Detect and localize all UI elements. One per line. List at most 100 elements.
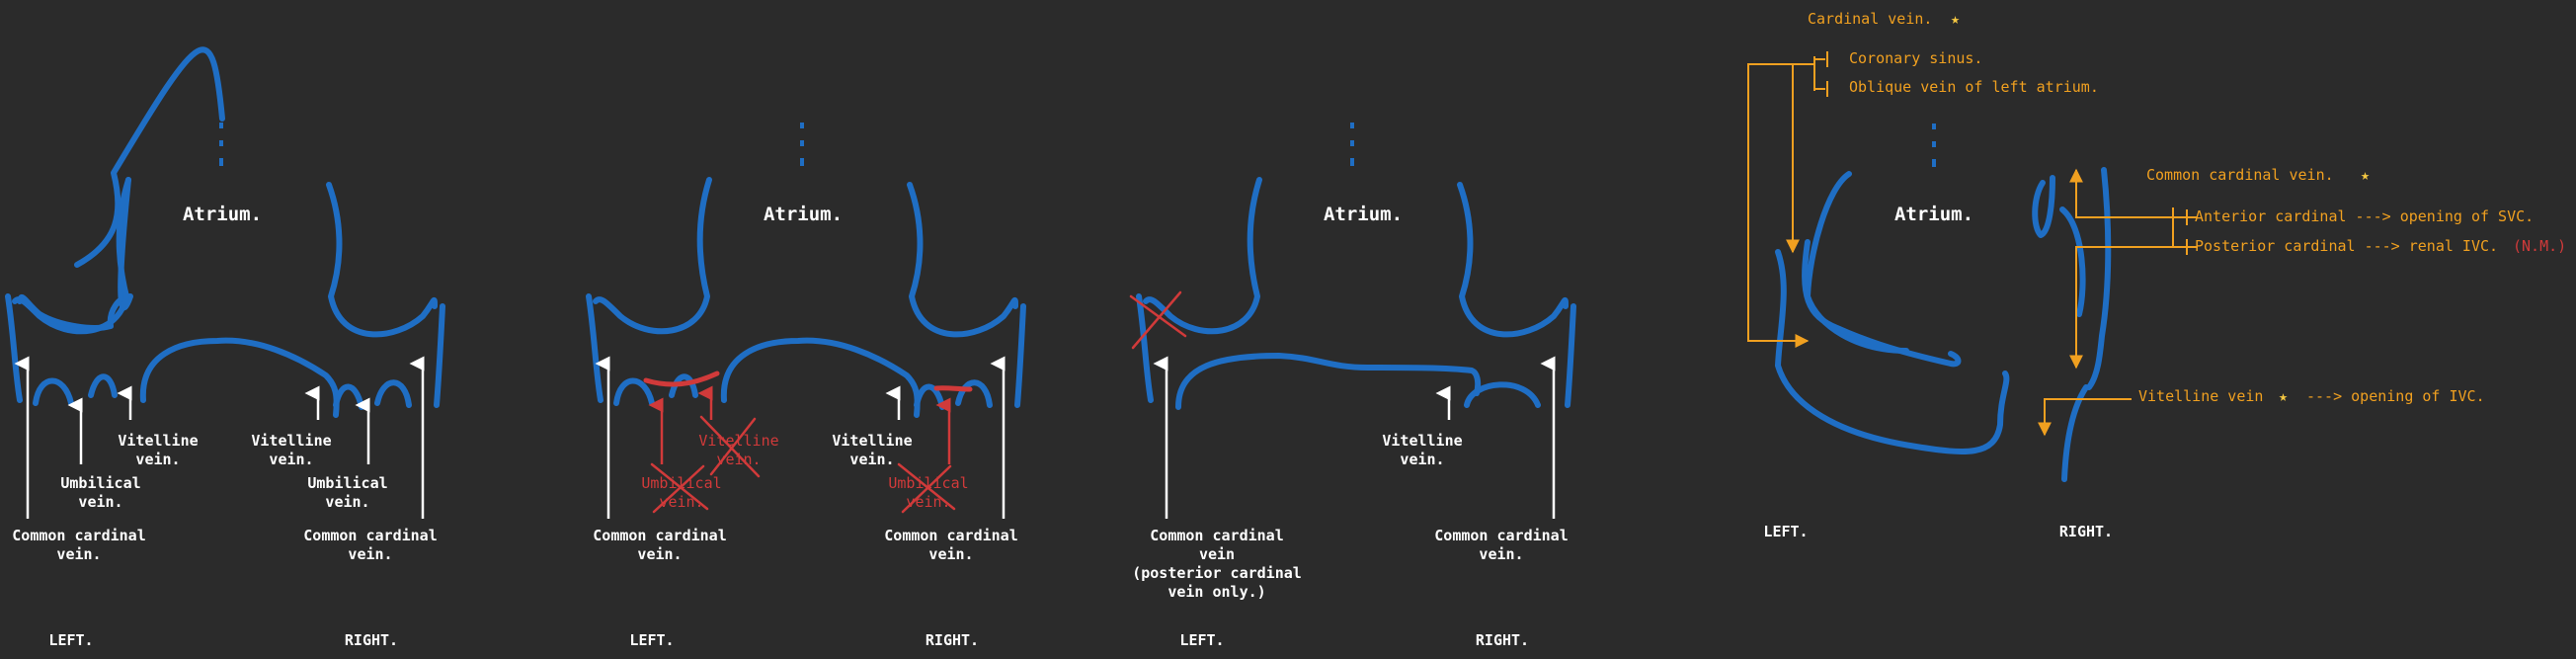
right-vitelline-loop [1464, 381, 1541, 408]
right-cardinal-label-1: Common cardinal [1434, 527, 1568, 544]
right-horn-outer [1014, 303, 1026, 408]
left-cardinal-label-2: vein. [637, 545, 682, 563]
coronary-sinus-label: Coronary sinus. [1849, 49, 1982, 67]
right-vitelline-loop [374, 379, 412, 408]
left-obliteration-bar [643, 371, 720, 387]
posterior-cardinal-label: Posterior cardinal ---> renal IVC. [2195, 237, 2498, 255]
left-cardinal-label-1: Common cardinal [593, 527, 726, 544]
cardinal-vein-label: Cardinal vein. [1808, 10, 1932, 28]
anterior-cardinal-label: Anterior cardinal ---> opening of SVC. [2195, 207, 2534, 225]
vitelline-arrow [2038, 398, 2132, 437]
atrium-right-wall [907, 182, 1018, 338]
left-cardinal-label-3: (posterior cardinal [1132, 564, 1302, 582]
right-horn-outer [434, 303, 445, 408]
panel-1: Atrium. Vitelline vein. Umbilical vein. … [5, 46, 445, 649]
panel-4: Atrium. Cardinal vein. ★ Coronary sinus.… [1747, 10, 2566, 540]
atrium-label: Atrium. [1894, 204, 1973, 225]
left-cardinal-label-4: vein only.) [1167, 583, 1265, 601]
common-cardinal-star-icon: ★ [2361, 166, 2370, 184]
atrium-left-wall [593, 177, 712, 335]
right-cardinal-label-2: vein. [1479, 545, 1523, 563]
left-horn-outer [5, 293, 23, 403]
right-side-label: RIGHT. [926, 631, 979, 649]
left-horn-outer [586, 293, 604, 403]
right-umbilical-loop [333, 383, 364, 410]
left-umbilical-label-1: Umbilical [641, 474, 721, 492]
atrium-label: Atrium. [764, 204, 843, 225]
right-vitelline-label-2: vein. [269, 451, 313, 468]
right-vitelline-label-1: Vitelline [832, 432, 912, 450]
panel-2: Atrium. Vitelline vein. Umbilical vein. … [586, 123, 1026, 649]
left-horn-outer [1136, 293, 1154, 403]
left-vitelline-cross [699, 415, 761, 478]
right-cardinal-label-2: vein. [928, 545, 973, 563]
vitelline-label: Vitelline vein [2138, 387, 2263, 405]
atrium-right-wall [326, 182, 438, 338]
right-umbilical-label-1: Umbilical [888, 474, 968, 492]
left-vitelline-label-2: vein. [135, 451, 180, 468]
common-cardinal-label: Common cardinal vein. [2146, 166, 2334, 184]
cardinal-annotation: Cardinal vein. ★ Coronary sinus. Oblique… [1747, 10, 2099, 341]
atrium-label: Atrium. [1324, 204, 1403, 225]
right-umbilical-cross [897, 462, 956, 514]
cardinal-star-icon: ★ [1951, 10, 1960, 28]
left-cardinal-label-1: Common cardinal [1150, 527, 1283, 544]
left-side-label: LEFT. [1179, 631, 1224, 649]
right-vitelline-label-2: vein. [1400, 451, 1444, 468]
right-side-label: RIGHT. [2059, 523, 2113, 540]
atrium-right-wall [1457, 182, 1569, 338]
right-vitelline-label-1: Vitelline [1382, 432, 1462, 450]
atrium-left-wall [1143, 177, 1262, 335]
right-side-label: RIGHT. [345, 631, 398, 649]
coronary-sinus [1802, 239, 1962, 368]
nm-label: (N.M.) [2513, 237, 2566, 255]
right-vitelline-label-2: vein. [849, 451, 894, 468]
right-cardinal-label-1: Common cardinal [303, 527, 437, 544]
left-cardinal-label-2: vein. [56, 545, 101, 563]
vitelline-tail-label: ---> opening of IVC. [2306, 387, 2485, 405]
atrium-label: Atrium. [183, 204, 262, 225]
common-cardinal-bracket [2172, 207, 2188, 255]
vitelline-star-icon: ★ [2279, 387, 2288, 405]
right-umbilical-label-1: Umbilical [307, 474, 387, 492]
cardinal-bracket [1813, 51, 1828, 97]
right-cardinal-label-1: Common cardinal [884, 527, 1017, 544]
left-umbilical-label-1: Umbilical [60, 474, 140, 492]
left-umbilical-loop [88, 373, 118, 398]
central-bridge [720, 337, 921, 418]
right-side-label: RIGHT. [1476, 631, 1529, 649]
left-cardinal-label-1: Common cardinal [12, 527, 145, 544]
right-vitelline-loop [955, 379, 993, 408]
sinus-transverse [1175, 353, 1482, 410]
left-side-label: LEFT. [629, 631, 674, 649]
common-cardinal-down-arrow [2069, 246, 2198, 370]
left-side-label: LEFT. [1763, 523, 1808, 540]
panel-3: Atrium. Common cardinal vein (posterior … [1129, 123, 1576, 649]
right-obliteration-bar [933, 385, 973, 392]
right-umbilical-label-2: vein. [325, 493, 369, 511]
left-umbilical-label-2: vein. [78, 493, 122, 511]
left-vitelline-loop [33, 377, 74, 406]
left-cardinal-label-2: vein [1199, 545, 1235, 563]
right-horn-outer [1565, 303, 1576, 408]
atrium-right-wall [2059, 206, 2086, 317]
right-cardinal-label-2: vein. [348, 545, 392, 563]
left-horn-cross [1129, 290, 1187, 350]
atrium-left-wall [12, 177, 131, 335]
right-horn-outer [2086, 167, 2112, 390]
left-horn-outer [1775, 249, 2010, 454]
oblique-vein-label: Oblique vein of left atrium. [1849, 78, 2099, 96]
right-upper-stub [2032, 175, 2055, 238]
atrium-outline [17, 46, 225, 331]
atrium-left-wall [1805, 171, 1909, 354]
left-vitelline-loop [613, 377, 655, 406]
left-vitelline-label-1: Vitelline [118, 432, 198, 450]
right-vitelline-label-1: Vitelline [251, 432, 331, 450]
common-cardinal-annotation: Common cardinal vein. ★ Anterior cardina… [2069, 166, 2566, 370]
right-lower-stub [2061, 384, 2089, 482]
left-umbilical-loop [669, 373, 698, 398]
left-umbilical-cross [650, 462, 709, 514]
central-bridge [139, 337, 340, 418]
common-cardinal-up-arrow [2069, 168, 2198, 218]
